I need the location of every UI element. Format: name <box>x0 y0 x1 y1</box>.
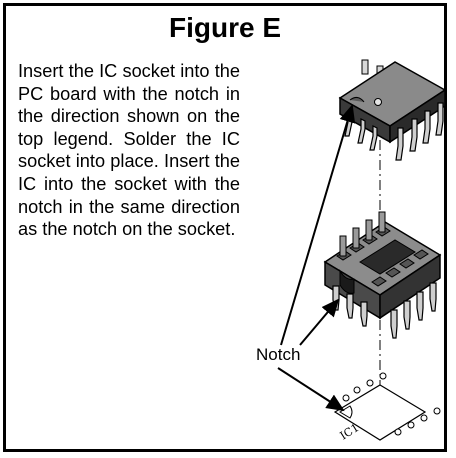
arrow-to-board-notch <box>277 367 345 412</box>
notch-arrows <box>277 104 356 412</box>
ic-socket <box>323 211 442 339</box>
pc-board-legend: IC1 <box>333 372 441 443</box>
arrow-to-socket-notch <box>299 298 340 346</box>
figure-title: Figure E <box>168 12 281 43</box>
instructions-text: Insert the IC socket into the PC board w… <box>18 61 240 240</box>
arrow-to-ic-notch <box>280 104 356 346</box>
ic-chip <box>338 59 447 161</box>
notch-label: Notch <box>256 345 301 364</box>
